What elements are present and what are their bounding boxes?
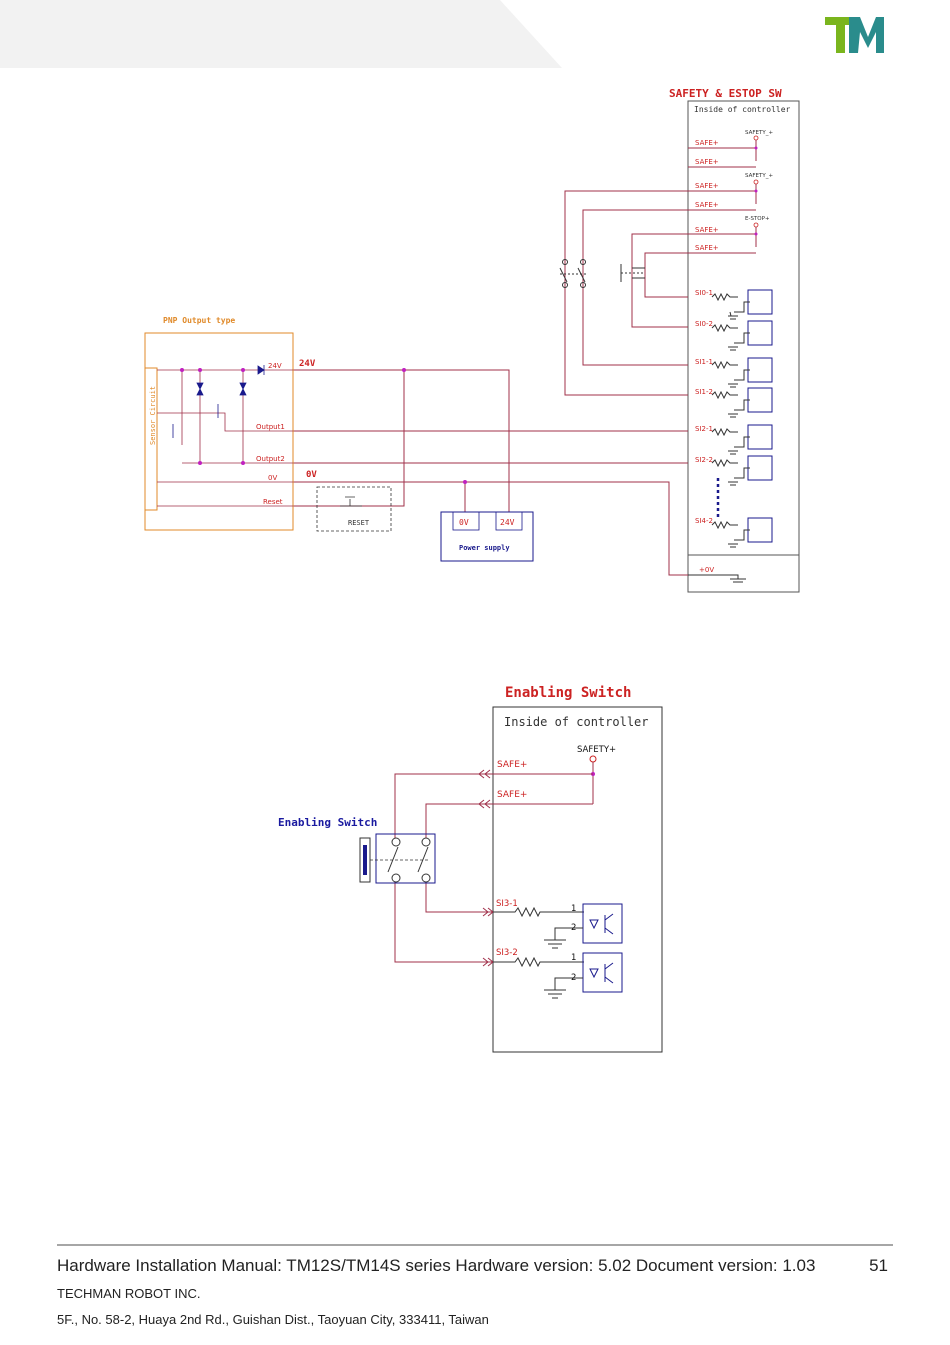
controller-box-2 — [492, 706, 663, 1053]
diagram1-title: SAFETY & ESTOP SW — [669, 87, 782, 100]
enabling-switch-icon — [359, 833, 436, 884]
wire-24v-label: 24V — [299, 359, 316, 369]
pnp-pin-0v: 0V — [268, 474, 277, 482]
safety-switch-icon — [559, 259, 587, 288]
footer-manual-title: Hardware Installation Manual: TM12S/TM14… — [57, 1256, 816, 1275]
safety-terminal-2-label: SAFETY_+ — [745, 173, 773, 179]
pnp-internal-circuit — [157, 369, 293, 507]
page-header — [0, 0, 950, 68]
external-wiring — [293, 190, 688, 576]
svg-text:SI1-2: SI1-2 — [695, 388, 713, 396]
safe-plus-1-label: SAFE+ — [497, 760, 527, 770]
safety-plus-label: SAFETY+ — [577, 745, 616, 755]
estop-switch-icon — [620, 264, 645, 282]
svg-text:SI1-1: SI1-1 — [695, 358, 713, 366]
reset-button-label: RESET — [348, 519, 370, 527]
tm-logo — [825, 17, 884, 53]
ps-0v-label: 0V — [459, 518, 469, 527]
safety-terminal-1-label: SAFETY_+ — [745, 130, 773, 136]
svg-text:SAFE+: SAFE+ — [695, 182, 719, 190]
si3-1-pin1: 1 — [571, 904, 576, 914]
safety-estop-wiring-diagram: SAFETY & ESTOP SW Inside of controller S… — [144, 87, 800, 593]
optocoupler-si3 — [493, 903, 623, 999]
svg-text:SI0-1: SI0-1 — [695, 289, 713, 297]
inside-controller-label: Inside of controller — [694, 105, 791, 114]
footer-company-name: TECHMAN ROBOT INC. — [57, 1286, 201, 1301]
plus-0v-terminal-label: +0V — [699, 566, 714, 574]
enabling-wiring — [394, 769, 593, 967]
footer-divider — [57, 1244, 893, 1246]
svg-text:SI4-2: SI4-2 — [695, 517, 713, 525]
pnp-pin-output2: Output2 — [256, 455, 285, 463]
safe-plus-2-label: SAFE+ — [497, 790, 527, 800]
diagram2-title: Enabling Switch — [505, 685, 631, 701]
svg-text:SI0-2: SI0-2 — [695, 320, 713, 328]
svg-text:SAFE+: SAFE+ — [695, 244, 719, 252]
svg-text:SI2-1: SI2-1 — [695, 425, 713, 433]
pnp-pin-reset: Reset — [263, 498, 283, 506]
footer-address: 5F., No. 58-2, Huaya 2nd Rd., Guishan Di… — [57, 1312, 489, 1327]
svg-text:SAFE+: SAFE+ — [695, 139, 719, 147]
footer-page-number: 51 — [869, 1256, 888, 1275]
svg-text:SI2-2: SI2-2 — [695, 456, 713, 464]
pnp-pin-24v: 24V — [268, 362, 282, 370]
enabling-switch-label: Enabling Switch — [278, 816, 377, 829]
si3-2-label: SI3-2 — [496, 948, 518, 958]
pnp-output-title: PNP Output type — [163, 316, 235, 325]
enabling-switch-wiring-diagram: Enabling Switch Inside of controller SAF… — [278, 685, 663, 1053]
pnp-diodes — [172, 365, 265, 438]
reset-button-box — [316, 486, 392, 532]
svg-text:SAFE+: SAFE+ — [695, 201, 719, 209]
power-supply-box — [440, 511, 534, 562]
optocoupler-inputs — [711, 289, 773, 548]
controller-box — [687, 100, 800, 593]
estop-terminal-label: E-STOP+ — [745, 216, 770, 222]
safe-plus-terminals: SAFE+ SAFE+ SAFE+ SAFE+ SAFE+ SAFE+ — [695, 139, 719, 252]
ps-24v-label: 24V — [500, 518, 515, 527]
si3-1-label: SI3-1 — [496, 899, 518, 909]
si3-2-pin1: 1 — [571, 953, 576, 963]
wire-0v-label: 0V — [306, 470, 317, 480]
sensor-circuit-label: Sensor Circuit — [149, 386, 157, 445]
si-input-terminals: SI0-1 SI0-2 SI1-1 SI1-2 SI2-1 SI2-2 SI4-… — [695, 289, 713, 525]
pnp-pin-output1: Output1 — [256, 423, 285, 431]
power-supply-label: Power supply — [459, 544, 510, 552]
svg-text:SAFE+: SAFE+ — [695, 158, 719, 166]
svg-text:SAFE+: SAFE+ — [695, 226, 719, 234]
si3-1-pin2: 2 — [571, 923, 576, 933]
inside-controller-label-2: Inside of controller — [504, 715, 649, 729]
si3-2-pin2: 2 — [571, 973, 576, 983]
